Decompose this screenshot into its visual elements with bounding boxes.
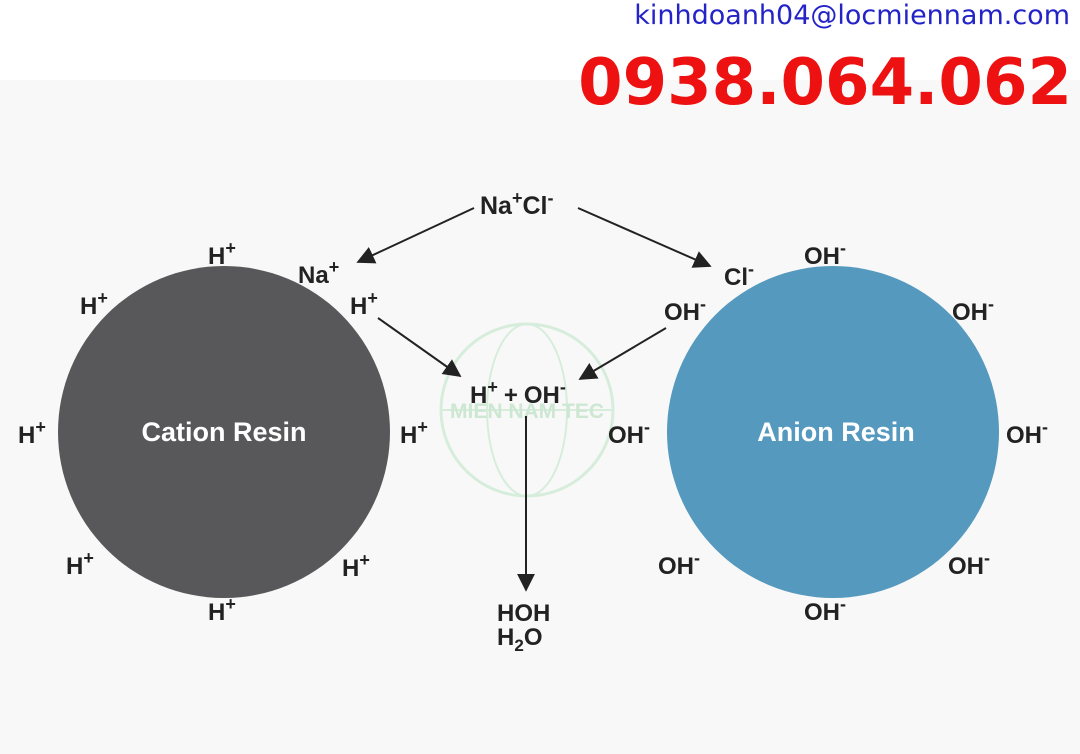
anion-resin-sphere [667,266,999,598]
oh-ion-label: OH- [804,594,846,626]
h-ion-label: H+ [66,548,94,580]
h-ion-label: H+ [208,238,236,270]
watermark-text: MIEN NAM TEC [450,400,604,423]
oh-ion-label: OH- [608,417,650,449]
h-ion-label: H+ [400,417,428,449]
anion-ion-labels: OH- OH- OH- OH- OH- OH- OH- OH- [608,238,1048,626]
h-ion-label: H+ [208,594,236,626]
h-ion-label: H+ [350,288,378,320]
input-nacl-label: Na+Cl- [480,188,553,220]
cation-resin-sphere [58,266,390,598]
oh-ion-label: OH- [804,238,846,270]
oh-ion-label: OH- [1006,417,1048,449]
oh-ion-label: OH- [948,548,990,580]
cation-ion-labels: H+ H+ H+ H+ H+ H+ H+ H+ [18,238,428,626]
product-h2o-label: H2O [497,624,542,655]
h-ion-label: H+ [18,417,46,449]
reaction-label: H++OH- [470,377,566,409]
cation-resin-label: Cation Resin [141,417,306,447]
arrow-oh-to-reaction [578,327,667,380]
oh-ion-label: OH- [952,294,994,326]
arrow-nacl-to-na [356,207,475,264]
contact-email[interactable]: kinhdoanh04@locmiennam.com [634,0,1070,31]
released-na-label: Na+ [298,257,339,289]
oh-ion-label: OH- [664,294,706,326]
released-cl-label: Cl- [724,259,754,291]
contact-phone[interactable]: 0938.064.062 [578,46,1072,120]
oh-ion-label: OH- [658,548,700,580]
arrow-h-to-reaction [377,317,462,378]
h-ion-label: H+ [342,550,370,582]
arrow-nacl-to-cl [577,207,712,268]
h-ion-label: H+ [80,288,108,320]
anion-resin-label: Anion Resin [757,417,915,447]
product-hoh-label: HOH [497,600,550,627]
